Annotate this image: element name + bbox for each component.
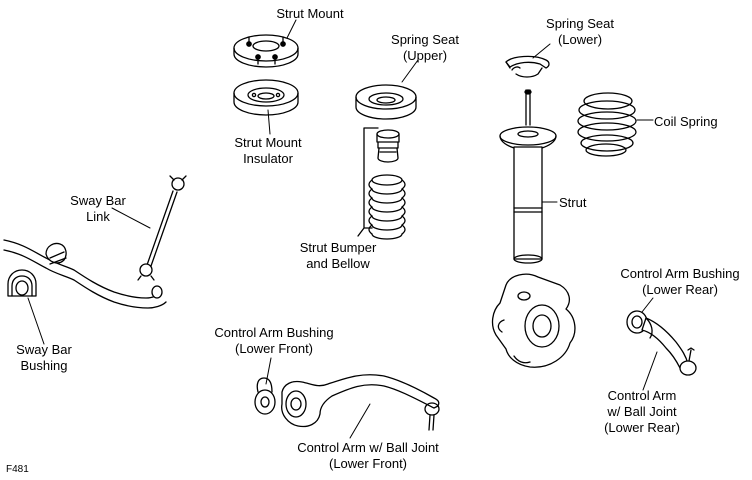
label-control-arm-ball-joint-lower-front: Control Arm w/ Ball Joint (Lower Front): [297, 440, 439, 471]
leader-sway-bar-bushing: [27, 297, 45, 345]
spring-seat-lower-part: [505, 55, 550, 78]
leader-control-arm-bushing-lower-rear: [641, 297, 654, 313]
label-control-arm-ball-joint-lower-rear: Control Arm w/ Ball Joint (Lower Rear): [604, 388, 680, 435]
leader-spring-seat-lower: [532, 43, 551, 59]
label-control-arm-bushing-lower-rear: Control Arm Bushing (Lower Rear): [620, 266, 740, 297]
label-control-arm-bushing-lower-front: Control Arm Bushing (Lower Front): [214, 325, 334, 356]
leader-strut-mount-insulator: [267, 109, 271, 135]
strut-mount-part: [233, 34, 299, 68]
control-arm-lower-rear-part: [641, 317, 697, 376]
leader-control-arm-bushing-lower-front: [265, 357, 272, 385]
label-strut-mount: Strut Mount: [276, 6, 344, 21]
spring-seat-upper-part: [355, 84, 417, 120]
label-strut: Strut: [559, 195, 587, 210]
figure-code: F481: [6, 464, 29, 475]
sway-bar-part: [3, 239, 167, 309]
label-sway-bar-link: Sway Bar Link: [70, 193, 126, 224]
coil-spring-part: [577, 92, 637, 157]
strut-bumper-part: [376, 129, 400, 163]
steering-knuckle-part: [491, 273, 576, 368]
sway-bar-bushing-part: [7, 269, 37, 297]
label-strut-bumper-bellow: Strut Bumper and Bellow: [299, 240, 377, 271]
leader-control-arm-lower-rear: [642, 351, 658, 391]
control-arm-bushing-lower-front-part: [254, 377, 276, 415]
bumper-bellow-bracket: [357, 127, 379, 237]
strut-part: [499, 89, 557, 264]
leader-spring-seat-upper: [401, 59, 419, 83]
leader-strut-mount: [286, 19, 297, 39]
label-spring-seat-upper: Spring Seat (Upper): [391, 32, 459, 63]
leader-lines: [27, 19, 658, 439]
label-coil-spring: Coil Spring: [654, 114, 718, 129]
strut-bellow-part: [368, 174, 406, 240]
strut-mount-insulator-part: [233, 79, 299, 116]
leader-control-arm-lower-front: [349, 403, 371, 439]
label-spring-seat-lower: Spring Seat (Lower): [546, 16, 614, 47]
label-strut-mount-insulator: Strut Mount Insulator: [234, 135, 302, 166]
label-sway-bar-bushing: Sway Bar Bushing: [16, 342, 72, 373]
sway-bar-link-part: [137, 175, 187, 281]
control-arm-lower-front-part: [281, 374, 440, 431]
leader-sway-bar-link: [111, 207, 151, 229]
